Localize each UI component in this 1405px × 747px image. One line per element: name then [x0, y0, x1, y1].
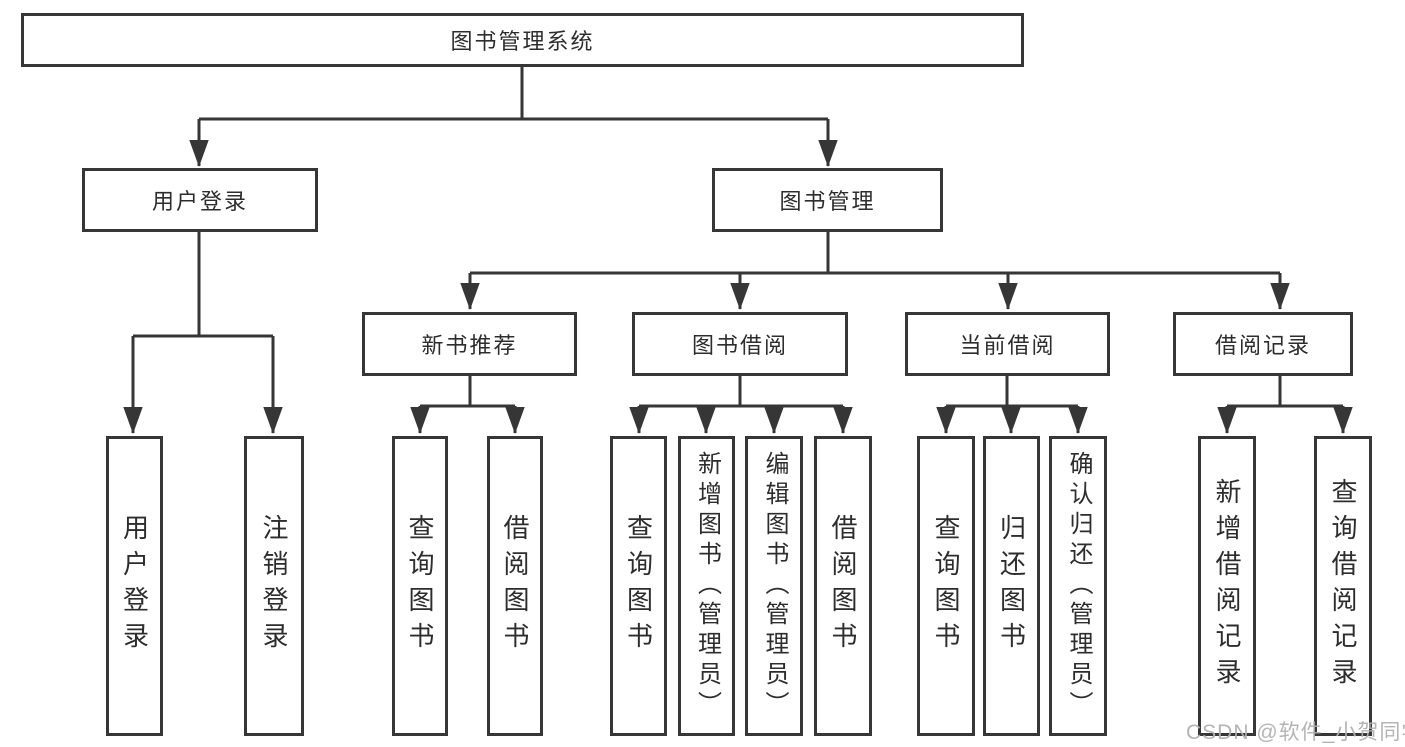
- node-leaf-bb-add-books-admin-label: 新增图书（管理员）: [693, 451, 721, 721]
- node-leaf-bb-edit-books-admin-label: 编辑图书（管理员）: [761, 451, 788, 721]
- node-leaf-br-query-record: 查询借阅记录: [1314, 436, 1372, 736]
- node-user-login-label: 用户登录: [151, 189, 248, 214]
- node-leaf-bb-borrow-books-label: 借阅图书: [828, 514, 858, 658]
- node-leaf-br-add-record: 新增借阅记录: [1198, 436, 1256, 736]
- node-new-books-label: 新书推荐: [421, 333, 518, 358]
- node-book-borrow-label: 图书借阅: [691, 333, 788, 358]
- node-leaf-cb-query-books-label: 查询图书: [931, 514, 961, 658]
- node-user-login: 用户登录: [82, 168, 318, 232]
- node-leaf-bb-query-books: 查询图书: [610, 436, 667, 736]
- node-leaf-cb-confirm-return-admin: 确认归还（管理员）: [1049, 436, 1107, 736]
- node-leaf-cb-return-books: 归还图书: [983, 436, 1040, 736]
- node-leaf-cb-return-books-label: 归还图书: [996, 514, 1027, 658]
- node-book-mgmt: 图书管理: [712, 168, 943, 232]
- csdn-watermark: CSDN @软件_小贺同学: [1186, 721, 1405, 744]
- connector-group: [123, 67, 1353, 434]
- node-borrow-records: 借阅记录: [1173, 312, 1353, 376]
- node-leaf-bb-edit-books-admin: 编辑图书（管理员）: [745, 436, 803, 736]
- node-book-mgmt-label: 图书管理: [779, 189, 876, 214]
- node-leaf-login-label: 用户登录: [119, 514, 150, 658]
- node-leaf-cb-query-books: 查询图书: [917, 436, 975, 736]
- node-leaf-br-add-record-label: 新增借阅记录: [1212, 478, 1242, 694]
- node-leaf-bb-query-books-label: 查询图书: [623, 514, 654, 658]
- node-leaf-logout-label: 注销登录: [259, 514, 289, 658]
- node-leaf-bb-add-books-admin: 新增图书（管理员）: [678, 436, 735, 736]
- node-leaf-bb-borrow-books: 借阅图书: [814, 436, 872, 736]
- node-root-label: 图书管理系统: [450, 29, 595, 54]
- node-root: 图书管理系统: [21, 13, 1024, 67]
- node-leaf-cb-confirm-return-admin-label: 确认归还（管理员）: [1065, 451, 1092, 721]
- node-leaf-logout: 注销登录: [244, 436, 304, 736]
- node-leaf-login: 用户登录: [106, 436, 163, 736]
- node-current-borrow: 当前借阅: [905, 312, 1110, 376]
- node-leaf-nb-borrow-books-label: 借阅图书: [500, 514, 530, 658]
- node-borrow-records-label: 借阅记录: [1214, 333, 1311, 358]
- node-leaf-nb-query-books-label: 查询图书: [405, 514, 435, 658]
- node-leaf-br-query-record-label: 查询借阅记录: [1328, 478, 1358, 694]
- node-leaf-nb-query-books: 查询图书: [392, 436, 448, 736]
- node-current-borrow-label: 当前借阅: [959, 333, 1056, 358]
- node-new-books: 新书推荐: [362, 312, 577, 376]
- node-leaf-nb-borrow-books: 借阅图书: [487, 436, 543, 736]
- node-book-borrow: 图书借阅: [632, 312, 848, 376]
